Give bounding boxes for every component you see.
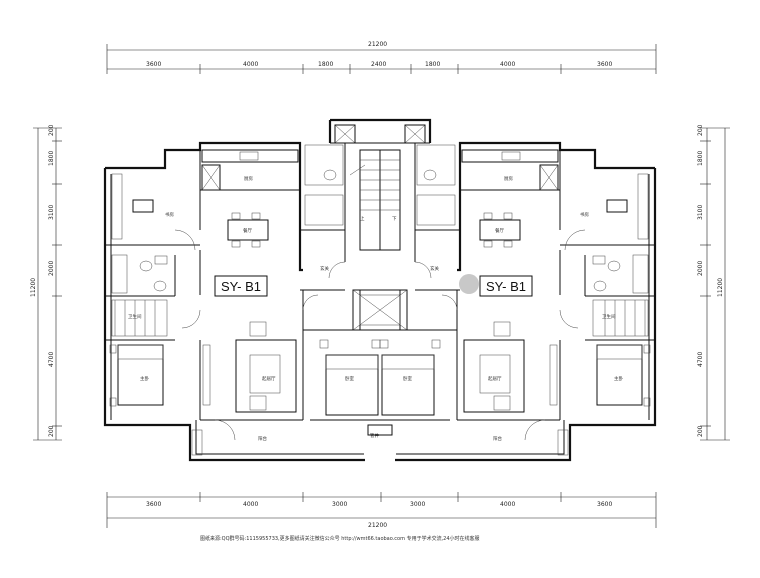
building-outline [103, 118, 657, 462]
left-dim-3: 3100 [48, 205, 55, 220]
left-total-dimension: 11200 [30, 278, 37, 297]
top-dim-7: 3600 [597, 61, 612, 68]
room-study-right: 书房 [580, 211, 589, 218]
room-living-right: 起居厅 [488, 376, 502, 382]
top-dim-3: 1800 [318, 61, 333, 68]
top-dim-6: 4000 [500, 61, 515, 68]
room-study-left: 书房 [165, 211, 174, 218]
left-unit-walls [105, 143, 380, 421]
right-dim-4: 2000 [697, 261, 704, 276]
right-dim-3: 3100 [697, 205, 704, 220]
right-dim-1: 200 [697, 124, 704, 136]
marker-dot [459, 274, 479, 294]
right-dim-2: 1800 [697, 151, 704, 166]
stair-core: 上 下 管井 [334, 124, 426, 439]
room-bedroom-left: 卧室 [345, 375, 354, 382]
room-living-left: 起居厅 [262, 376, 276, 382]
stair-down-label: 下 [392, 216, 397, 222]
top-dim-2: 4000 [243, 61, 258, 68]
right-dimension-chain: 200 1800 3100 2000 4700 200 11200 [697, 124, 730, 441]
bottom-dim-3: 3000 [332, 501, 347, 508]
top-dim-4: 2400 [371, 61, 386, 68]
room-bath-right: 卫生间 [602, 313, 616, 320]
top-dim-1: 3600 [146, 61, 161, 68]
bottom-dim-2: 4000 [243, 501, 258, 508]
top-total-dimension: 21200 [368, 41, 387, 48]
room-labels: 厨房 厨房 餐厅 餐厅 书房 书房 卫生间 卫生间 主卧 主卧 起居厅 起居厅 … [128, 175, 623, 442]
top-dimension-chain: 21200 3600 4000 1800 2400 1800 4000 3600 [106, 41, 657, 74]
stair-up-label: 上 [360, 215, 365, 222]
left-dim-5: 4700 [48, 352, 55, 367]
bottom-dim-1: 3600 [146, 501, 161, 508]
bottom-dim-5: 4000 [500, 501, 515, 508]
room-entry-right: 玄关 [430, 265, 439, 272]
left-dim-4: 2000 [48, 261, 55, 276]
door-swings [174, 229, 586, 441]
room-balcony-right: 阳台 [493, 435, 502, 442]
right-dim-6: 200 [697, 425, 704, 437]
room-entry-left: 玄关 [320, 265, 329, 272]
bottom-dim-4: 3000 [410, 501, 425, 508]
top-dim-5: 1800 [425, 61, 440, 68]
right-total-dimension: 11200 [717, 278, 724, 297]
left-dimension-chain: 200 1800 3100 2000 4700 200 11200 [30, 124, 62, 441]
unit-tag-left: SY- B1 [221, 279, 261, 294]
left-unit-fixtures [109, 144, 381, 456]
room-kitchen-right: 厨房 [504, 175, 513, 182]
footer-note: 图纸来源:QQ群号码:1115955733,更多图纸请关注微信公众号 http:… [200, 535, 480, 542]
bottom-dim-6: 3600 [597, 501, 612, 508]
right-unit-fixtures [379, 144, 651, 456]
room-bath-left: 卫生间 [128, 313, 142, 320]
room-balcony-left: 阳台 [258, 435, 267, 442]
unit-tags: SY- B1 SY- B1 [214, 275, 533, 297]
room-dining-right: 餐厅 [495, 227, 504, 234]
room-kitchen-left: 厨房 [244, 175, 253, 182]
left-dim-2: 1800 [48, 151, 55, 166]
bottom-dimension-chain: 3600 4000 3000 3000 4000 3600 21200 [106, 492, 657, 529]
room-master-left: 主卧 [140, 375, 149, 382]
room-bedroom-right: 卧室 [403, 375, 412, 382]
left-dim-1: 200 [48, 124, 55, 136]
room-master-right: 主卧 [614, 375, 623, 382]
left-dim-6: 200 [48, 425, 55, 437]
room-dining-left: 餐厅 [243, 227, 252, 234]
bottom-total-dimension: 21200 [368, 522, 387, 529]
right-dim-5: 4700 [697, 352, 704, 367]
unit-tag-right: SY- B1 [486, 279, 526, 294]
